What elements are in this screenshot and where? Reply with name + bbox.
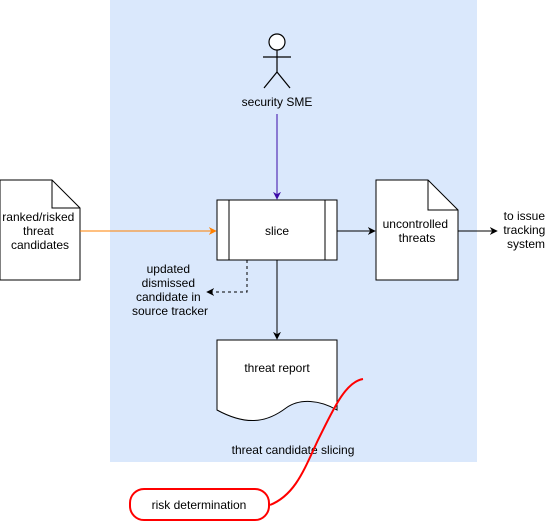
security-sme-actor-icon (263, 33, 291, 89)
dismissed-label: updated dismissed candidate in source tr… (132, 262, 208, 318)
threat-report-label: threat report (244, 361, 310, 375)
input-document-label: ranked/risked threat candidates (2, 210, 77, 252)
issue-tracking-label: to issue tracking system (503, 209, 548, 251)
output-document-shape (375, 179, 459, 281)
output-document-label: uncontrolled threats (383, 217, 452, 245)
threat-report-shape (216, 339, 338, 422)
container-label: threat candidate slicing (232, 443, 355, 457)
actor-label: security SME (242, 95, 313, 109)
output-document-fold (427, 180, 458, 211)
risk-determination-label: risk determination (152, 498, 247, 512)
input-document-fold (51, 180, 80, 209)
slice-label: slice (265, 224, 289, 238)
slice-to-dismissed-connector (206, 260, 248, 296)
input-document-shape (0, 179, 81, 281)
risk-determination-callout (129, 488, 270, 521)
callout-connector (269, 378, 364, 506)
